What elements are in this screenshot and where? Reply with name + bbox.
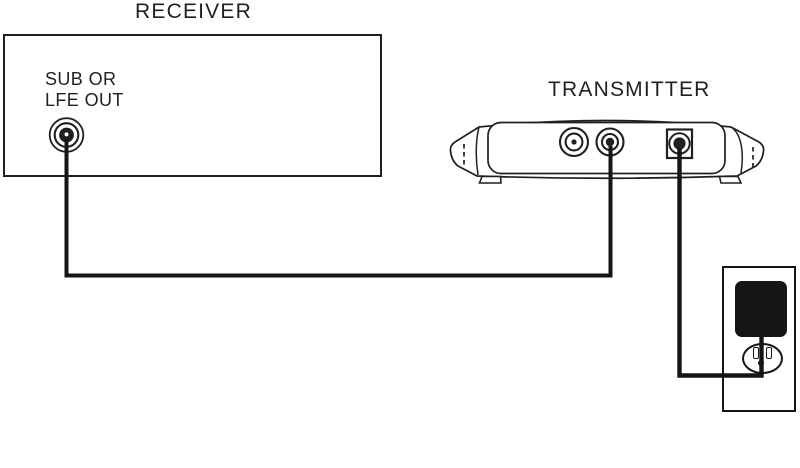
power-jack-icon <box>665 128 694 160</box>
receiver-port-label-line2: LFE OUT <box>45 89 124 110</box>
rca-jack-icon <box>48 117 85 153</box>
receiver-port-label: SUB OR LFE OUT <box>45 69 124 110</box>
receiver-port-label-line1: SUB OR <box>45 69 117 89</box>
outlet-ground-hole <box>758 360 764 366</box>
transmitter-illustration <box>449 119 765 184</box>
outlet-slot-right <box>765 347 772 359</box>
power-adapter-icon <box>735 281 787 337</box>
receiver-title: RECEIVER <box>135 0 252 23</box>
rca-jack-right-icon <box>595 127 625 157</box>
transmitter-foot-left <box>478 175 502 184</box>
transmitter-title: TRANSMITTER <box>548 78 711 101</box>
transmitter-foot-right <box>718 175 743 184</box>
rca-center-pin <box>64 132 69 137</box>
rca-jack-left-icon <box>558 126 590 158</box>
outlet-slot-left <box>752 347 759 359</box>
outlet-receptacle-icon <box>742 343 783 374</box>
